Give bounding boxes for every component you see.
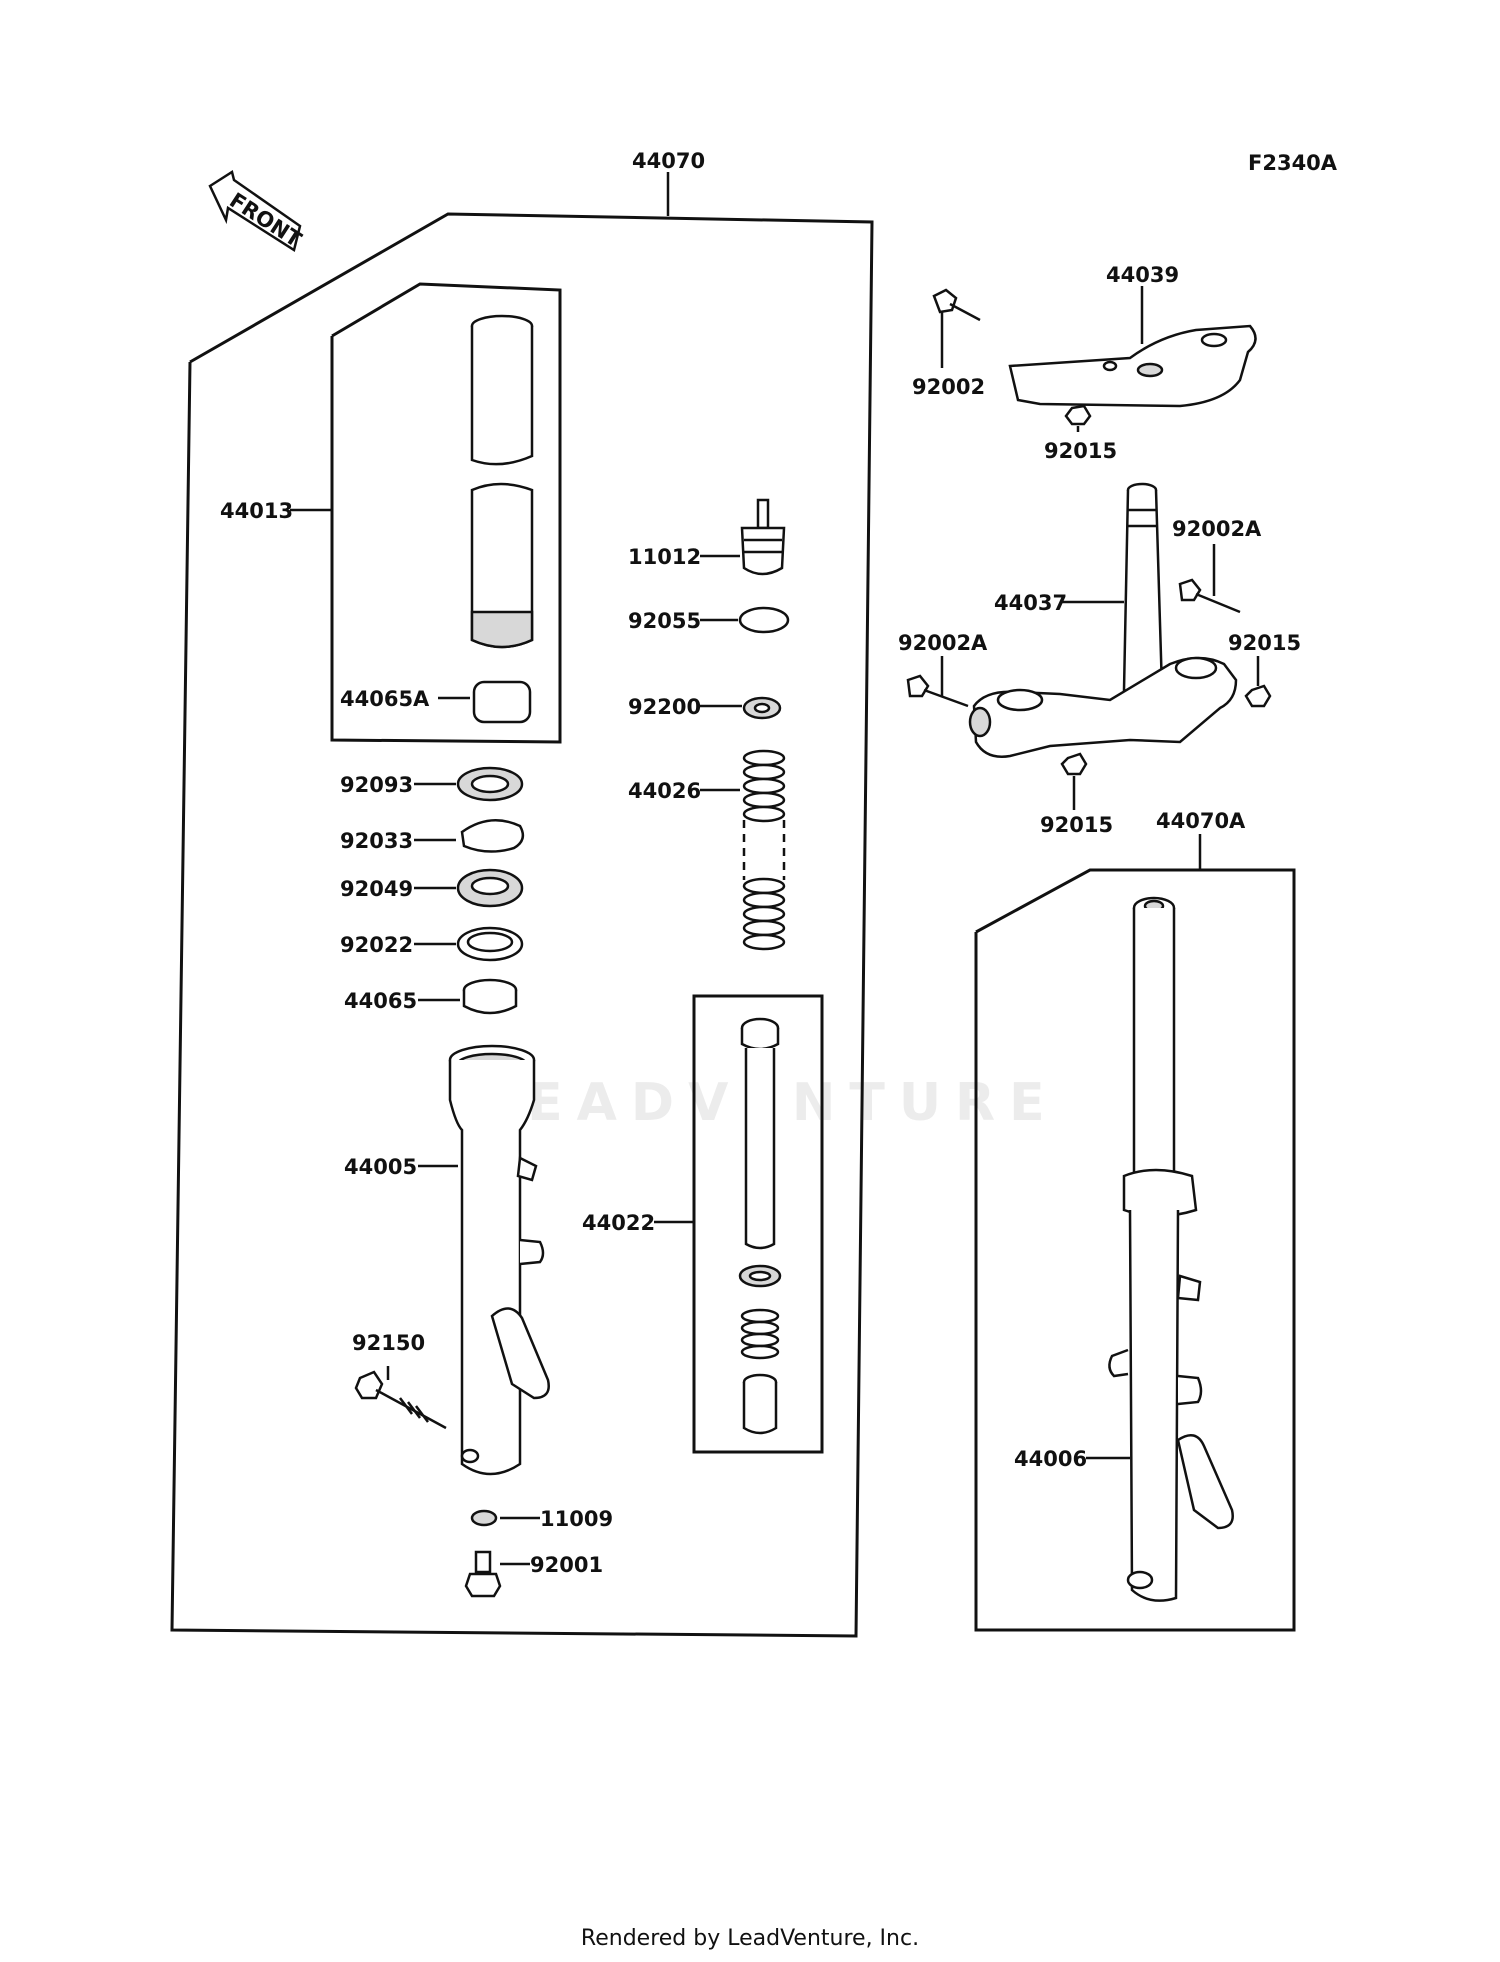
label-92049: 92049: [340, 877, 413, 901]
label-92015-right: 92015: [1228, 631, 1301, 655]
label-92093: 92093: [340, 773, 413, 797]
label-44065: 44065: [344, 989, 417, 1013]
bolt-92001: 92001: [464, 1550, 603, 1598]
footer-credit: Rendered by LeadVenture, Inc.: [580, 1926, 920, 1951]
outer-tube-44006: 44006: [1014, 896, 1234, 1602]
label-92015-bottom: 92015: [1040, 813, 1113, 837]
bushing-44065: 44065: [344, 978, 518, 1015]
bolt-92002A-left: 92002A: [898, 631, 988, 708]
inner-tube-kit-44013: 44013: [220, 282, 562, 744]
label-92200: 92200: [628, 695, 701, 719]
damper-rod-kit-44022: 44022: [582, 994, 824, 1454]
dust-seal-92093: 92093: [340, 766, 524, 802]
oil-seal-92049: 92049: [340, 868, 524, 908]
fork-assembly-44070A: 44070A: [974, 809, 1296, 1632]
label-92033: 92033: [340, 829, 413, 853]
label-92002A-left: 92002A: [898, 631, 988, 655]
label-92002A-right: 92002A: [1172, 517, 1262, 541]
nut-92015-top: 92015: [1044, 404, 1117, 463]
label-92150: 92150: [352, 1331, 425, 1355]
front-arrow-icon: FRONT: [208, 170, 306, 252]
washer-92200: 92200: [628, 695, 782, 720]
label-44006: 44006: [1014, 1447, 1087, 1471]
spring-44026: 44026: [628, 749, 786, 951]
o-ring-92055: 92055: [628, 606, 790, 634]
bolt-92002: 92002: [912, 288, 985, 399]
nut-92015-bottom: 92015: [1040, 752, 1113, 837]
label-11009: 11009: [540, 1507, 613, 1531]
label-92015-top: 92015: [1044, 439, 1117, 463]
label-44037: 44037: [994, 591, 1067, 615]
label-44022: 44022: [582, 1211, 655, 1235]
label-44026: 44026: [628, 779, 701, 803]
upper-bracket-44039: 44039: [1008, 263, 1257, 408]
bolt-92002A-right: 92002A: [1172, 517, 1262, 614]
diagram-code: F2340A: [1248, 151, 1338, 175]
bushing-44065A: 44065A: [340, 680, 532, 724]
label-92055: 92055: [628, 609, 701, 633]
fork-assembly-44070: 44070: [170, 149, 874, 1638]
label-44013: 44013: [220, 499, 293, 523]
cap-bolt-11012: 11012: [628, 498, 786, 576]
outer-tube-44005: 44005: [344, 1044, 550, 1476]
stem-bracket-44037: 44037: [968, 482, 1238, 758]
label-92022: 92022: [340, 933, 413, 957]
label-92002: 92002: [912, 375, 985, 399]
label-11012: 11012: [628, 545, 701, 569]
gasket-11009: 11009: [470, 1507, 613, 1531]
nut-92015-right: 92015: [1228, 631, 1301, 708]
label-44065A: 44065A: [340, 687, 430, 711]
label-92001: 92001: [530, 1553, 603, 1577]
snap-ring-92033: 92033: [340, 819, 525, 853]
label-44039: 44039: [1106, 263, 1179, 287]
label-44070: 44070: [632, 149, 705, 173]
washer-92022: 92022: [340, 926, 524, 962]
bolt-92150: 92150: [352, 1331, 447, 1430]
label-44005: 44005: [344, 1155, 417, 1179]
label-44070A: 44070A: [1156, 809, 1246, 833]
front-arrow-label: FRONT: [225, 188, 306, 252]
